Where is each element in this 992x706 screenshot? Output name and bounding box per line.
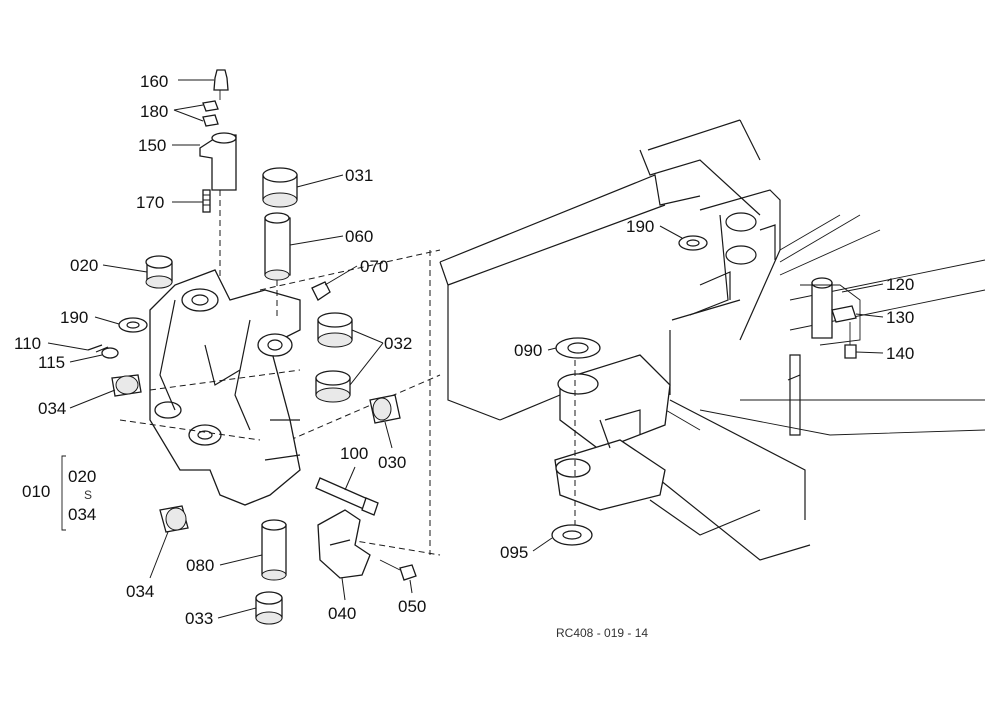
callout-060: 060 [345, 227, 373, 246]
callout-030: 030 [378, 453, 406, 472]
part-washer-190-right [678, 235, 708, 251]
callout-130: 130 [886, 308, 914, 327]
callout-020: 020 [70, 256, 98, 275]
part-plate-130 [831, 305, 857, 323]
callout-010-to: 034 [68, 505, 96, 524]
callout-110: 110 [14, 334, 41, 353]
callout-080: 080 [186, 556, 214, 575]
callout-032: 032 [384, 334, 412, 353]
part-pin-100 [315, 477, 379, 516]
callout-170: 170 [136, 193, 164, 212]
callout-140: 140 [886, 344, 914, 363]
part-washer-095 [551, 524, 593, 546]
callout-160: 160 [140, 72, 168, 91]
part-bushing-030 [369, 394, 401, 424]
figure-code: RC408 - 019 - 14 [556, 626, 648, 640]
callout-150: 150 [138, 136, 166, 155]
part-bolt-170 [202, 189, 211, 213]
callout-034-upper: 034 [38, 399, 66, 418]
callout-010: 010 [22, 482, 50, 501]
callout-115: 115 [38, 353, 65, 372]
part-washer-190 [118, 317, 148, 333]
callout-180: 180 [140, 102, 168, 121]
part-pin-110 [87, 344, 109, 353]
callout-100: 100 [340, 444, 368, 463]
part-bushing-033 [255, 591, 283, 625]
part-grease-nipple-160 [213, 69, 229, 100]
swing-bracket [119, 269, 301, 506]
part-pin-120 [800, 277, 861, 346]
part-bushing-034-lower [159, 505, 189, 533]
part-bushing-034-upper [111, 374, 142, 397]
part-bushing-032 [315, 312, 353, 403]
part-fitting-070 [311, 281, 331, 301]
callout-labels: 160 180 150 170 031 060 020 070 190 032 … [14, 72, 914, 640]
callout-190-left: 190 [60, 308, 88, 327]
callout-033: 033 [185, 609, 213, 628]
part-nuts-180 [202, 100, 219, 127]
callout-034-lower: 034 [126, 582, 154, 601]
callout-040: 040 [328, 604, 356, 623]
part-bolt-140 [844, 322, 857, 359]
callout-070: 070 [360, 257, 388, 276]
part-pin-080 [261, 519, 287, 581]
callout-010-from: 020 [68, 467, 96, 486]
part-stopper-040 [317, 509, 371, 579]
callout-010-separator: S [84, 488, 92, 502]
callout-095: 095 [500, 543, 528, 562]
frame-assembly [259, 119, 986, 561]
part-pin-150 [199, 132, 237, 280]
part-bolt-050 [379, 559, 417, 581]
part-bushing-031 [262, 167, 298, 208]
part-washer-115 [101, 347, 119, 359]
callout-190-right: 190 [626, 217, 654, 236]
callout-090: 090 [514, 341, 542, 360]
callout-050: 050 [398, 597, 426, 616]
part-pin-060 [264, 212, 291, 320]
callout-031: 031 [345, 166, 373, 185]
part-bushing-020 [145, 255, 173, 289]
callout-120: 120 [886, 275, 914, 294]
part-washer-090 [555, 337, 601, 359]
leader-lines [47, 79, 884, 619]
